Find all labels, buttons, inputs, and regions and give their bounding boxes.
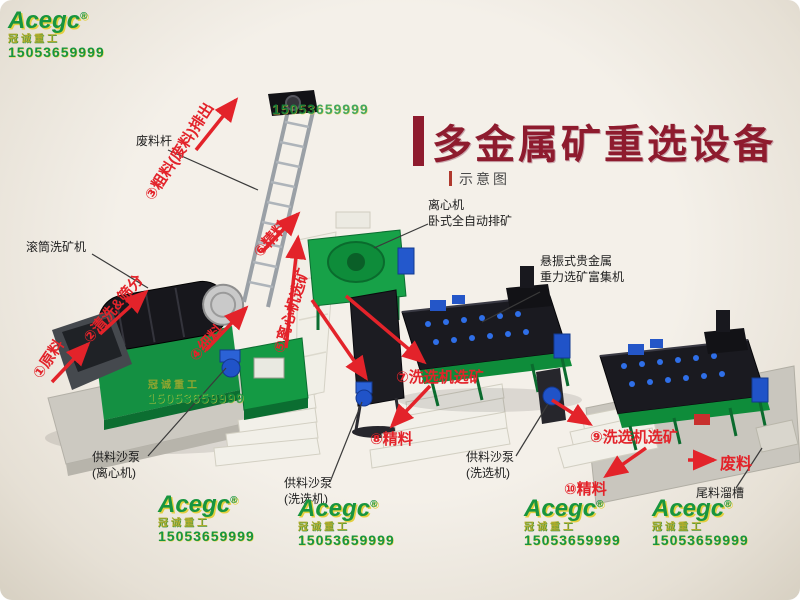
label-pump-washer2: 供料沙泵 (洗选机) [466, 450, 514, 481]
shaker1-motor [553, 333, 571, 359]
washer-frame [96, 326, 240, 420]
flow-label-washer-sorting-2: ⑨洗选机选矿 [590, 429, 678, 446]
centrifuge-motor [397, 247, 415, 275]
flow-arrows [50, 97, 718, 479]
flow-label-concentrate-3: ⑩精料 [564, 481, 607, 498]
label-concentrator: 悬振式贵金属 重力选矿富集机 [540, 254, 624, 285]
page-title: 多金属矿重选设备 [432, 123, 776, 167]
feed-pump-washer2 [536, 368, 566, 424]
subtitle: 示意图 [459, 171, 510, 187]
flow-label-washer-sorting-1: ⑦洗选机选矿 [396, 369, 484, 386]
control-panel [253, 357, 285, 379]
label-waste-rod-text: 废料杆 [136, 134, 173, 148]
red-valve [694, 414, 710, 425]
label-centrifuge-line1: 离心机 [428, 198, 465, 212]
spiral-riffles [425, 311, 529, 345]
centrifuge-machine [307, 211, 415, 330]
label-pump-washer1-line2: (洗选机) [284, 491, 328, 506]
subtitle-accent-bar [449, 171, 452, 186]
feed-pump-centrifuge [219, 349, 241, 378]
label-concentrator-line2: 重力选矿富集机 [540, 269, 625, 284]
drum-washer-machine [45, 280, 275, 476]
label-pump-centrifuge-line2: (离心机) [92, 465, 136, 480]
label-centrifuge: 离心机 卧式全自动排矿 [428, 198, 512, 229]
label-pump-washer1: 供料沙泵 (洗选机) [284, 476, 332, 507]
label-drum-washer: 滚筒洗矿机 [26, 240, 86, 256]
shaker2-hopper [704, 328, 748, 354]
spiral-riffles [621, 353, 725, 387]
ladder-conveyor [242, 90, 318, 308]
label-concentrator-line1: 悬振式贵金属 [540, 254, 613, 268]
label-pump-washer1-line1: 供料沙泵 [284, 476, 333, 490]
label-tailings-chute: 尾料溜槽 [696, 486, 744, 502]
shaker-table-1 [398, 266, 582, 412]
label-pump-centrifuge: 供料沙泵 (离心机) [92, 450, 140, 481]
shaker2-motor [751, 377, 769, 403]
label-drum-washer-text: 滚筒洗矿机 [26, 240, 87, 254]
label-centrifuge-line2: 卧式全自动排矿 [428, 213, 513, 228]
pointer-lines [91, 149, 763, 489]
label-pump-washer2-line2: (洗选机) [466, 465, 510, 480]
control-box [237, 337, 309, 420]
title-accent-bar [413, 116, 424, 166]
flow-label-concentrate-2: ⑧精料 [370, 431, 413, 448]
tailings-chute [755, 419, 799, 453]
label-pump-washer2-line1: 供料沙泵 [466, 450, 515, 464]
feed-pump-washer1 [355, 381, 373, 407]
label-pump-centrifuge-line1: 供料沙泵 [92, 450, 141, 464]
flow-label-waste: 废料 [720, 456, 753, 473]
shaker-table-2 [599, 310, 799, 453]
label-tailings-chute-text: 尾料溜槽 [696, 486, 745, 500]
label-waste-rod: 废料杆 [136, 134, 172, 150]
